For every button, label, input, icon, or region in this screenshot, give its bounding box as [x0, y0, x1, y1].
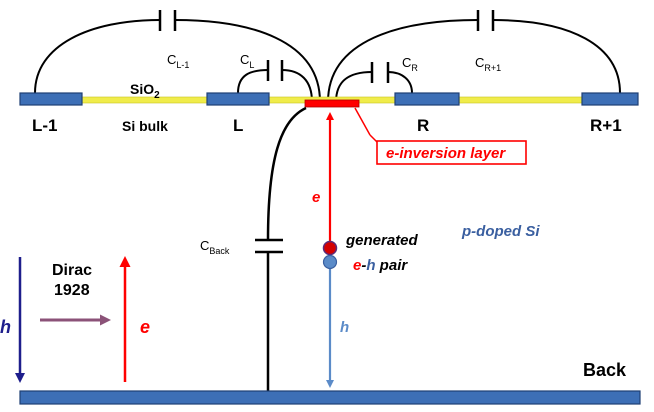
label-dirac-year: 1928 [54, 282, 90, 299]
electrodes [19, 92, 639, 106]
label-electron-path: e [312, 189, 320, 206]
label-generated: generated [345, 232, 419, 249]
capacitor-wires [34, 19, 621, 103]
label-electrode-l-minus-1: L-1 [32, 116, 58, 135]
electron-dot [322, 240, 338, 256]
label-c-r: CR [402, 55, 418, 73]
inversion-pointer [354, 107, 378, 143]
back-capacitor-wire [266, 106, 307, 392]
label-electrode-r: R [417, 116, 429, 135]
capacitor-plates [158, 10, 495, 83]
label-dirac-h: h [0, 317, 11, 337]
label-c-back: CBack [200, 238, 230, 256]
label-dirac: Dirac [52, 262, 92, 279]
label-back: Back [583, 360, 627, 380]
back-electrode [19, 390, 641, 405]
inversion-label-box [376, 140, 527, 165]
label-electrode-r-plus-1: R+1 [590, 116, 622, 135]
back-capacitor-plates [255, 238, 283, 254]
electrode-r-plus-1 [581, 92, 639, 106]
electrode-r [394, 92, 460, 106]
label-p-doped-si: p-doped Si [461, 223, 540, 240]
label-c-l-minus-1: CL-1 [167, 52, 189, 70]
label-inversion-layer: e-inversion layer [386, 145, 506, 162]
label-dirac-e: e [140, 317, 150, 337]
hole-dot [322, 254, 338, 270]
label-electrode-l: L [233, 116, 243, 135]
electrode-l [206, 92, 270, 106]
label-hole-path: h [340, 319, 349, 336]
label-si-bulk: Si bulk [122, 118, 168, 134]
label-sio2: SiO2 [130, 81, 160, 101]
label-c-r-plus-1: CR+1 [475, 55, 501, 73]
electrode-l-minus-1 [19, 92, 83, 106]
label-eh-pair: e-h pair [353, 257, 408, 274]
inversion-layer-bar [304, 99, 360, 108]
label-c-l: CL [240, 52, 254, 70]
